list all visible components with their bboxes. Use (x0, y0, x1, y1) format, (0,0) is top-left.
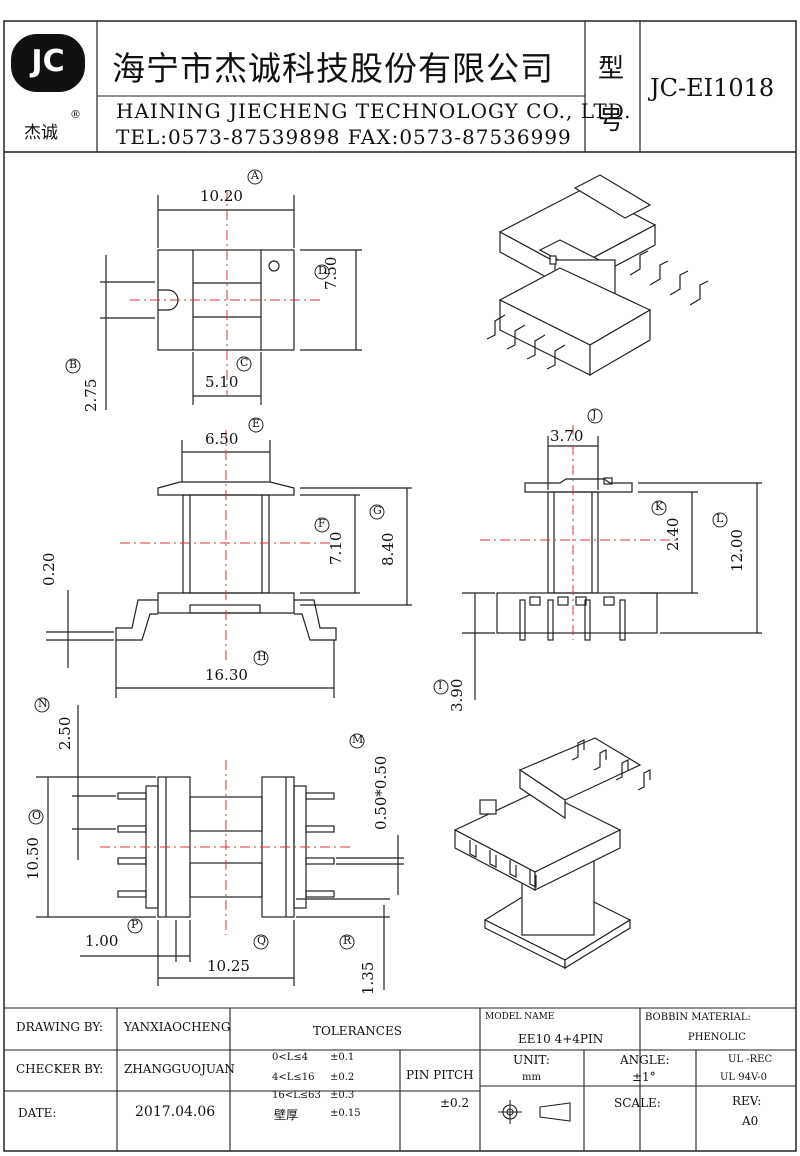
tag-n: N (38, 697, 48, 710)
tol-value-3: ±0.3 (330, 1090, 355, 1101)
model-name-value: EE10 4+4PIN (518, 1032, 604, 1046)
dim-p-value: 1.00 (85, 932, 119, 950)
tag-p: P (131, 918, 139, 931)
drawing-by-label: DRAWING BY: (16, 1020, 103, 1034)
isometric-view-bottom (453, 737, 651, 970)
tag-e: E (252, 417, 261, 430)
rev-value: A0 (742, 1114, 759, 1128)
dim-r-value: 1.35 (359, 961, 377, 995)
checker-by-label: CHECKER BY: (16, 1062, 104, 1076)
dim-e-value: 6.50 (205, 430, 239, 448)
type-label-2: 号 (598, 106, 625, 136)
angle-value: ±1° (632, 1070, 656, 1084)
tag-j: J (592, 408, 597, 421)
model-code: JC-EI1018 (650, 74, 775, 102)
isometric-view-top (486, 174, 709, 377)
dim-i-value: 3.90 (448, 678, 466, 712)
title-block-lines (4, 1007, 796, 1151)
type-label-1: 型 (598, 54, 625, 84)
tol-range-2: 4<L≤16 (272, 1072, 315, 1083)
dim-h-value: 16.30 (205, 666, 248, 684)
dim-f-value: 7.10 (327, 531, 345, 565)
company-contact: TEL:0573-87539898 FAX:0573-87536999 (116, 125, 572, 149)
dim-q-value: 10.25 (207, 957, 250, 975)
tag-b: B (69, 358, 78, 371)
dim-o-value: 10.50 (24, 837, 42, 880)
dim-j-value: 3.70 (550, 427, 584, 445)
tol-value-2: ±0.2 (330, 1072, 355, 1083)
ul-94v0: UL 94V-0 (720, 1072, 768, 1083)
dim-m-value: 0.50*0.50 (372, 755, 390, 830)
unit-label: UNIT: (513, 1053, 550, 1067)
company-name-cn: 海宁市杰诚科技股份有限公司 (112, 49, 554, 88)
pin-pitch-label: PIN PITCH (406, 1068, 474, 1082)
pin-pitch-tolerance: ±0.2 (440, 1096, 470, 1110)
tol-range-4: 壁厚 (274, 1108, 299, 1122)
company-logo: JC (11, 34, 85, 92)
first-angle-projection-icon (500, 1102, 520, 1122)
tag-o: O (32, 809, 42, 822)
tag-q: Q (257, 934, 267, 947)
registered-mark: ® (70, 108, 81, 121)
logo-subtitle: 杰诚 (24, 123, 58, 143)
date-value: 2017.04.06 (135, 1104, 216, 1120)
dimension-tags (28, 169, 728, 950)
dim-c-value: 5.10 (205, 373, 239, 391)
tol-value-1: ±0.1 (330, 1052, 355, 1063)
drawing-by-value: YANXIAOCHENG (124, 1020, 231, 1034)
dim-d-value: 7.50 (322, 256, 340, 290)
tag-c: C (240, 356, 249, 369)
bobbin-material-label: BOBBIN MATERIAL: (645, 1012, 751, 1023)
tolerances-label: TOLERANCES (313, 1024, 402, 1038)
tag-a: A (251, 169, 259, 182)
tol-value-4: ±0.15 (330, 1108, 361, 1119)
checker-by-value: ZHANGGUOJUAN (124, 1062, 235, 1076)
rev-label: REV: (732, 1094, 762, 1108)
model-name-label: MODEL NAME (485, 1012, 555, 1022)
tag-r: R (343, 934, 352, 947)
dim-l-value: 12.00 (728, 529, 746, 572)
tol-range-1: 0<L≤4 (272, 1052, 309, 1063)
tol-range-3: 16<L≤63 (272, 1090, 321, 1101)
company-name-en: HAINING JIECHENG TECHNOLOGY CO., LTD. (116, 99, 632, 123)
tag-g: G (373, 504, 382, 517)
dim-n-value: 2.50 (56, 716, 74, 750)
unit-value: mm (522, 1072, 541, 1083)
dim-k-value: 2.40 (664, 517, 682, 551)
tag-l: L (716, 512, 724, 525)
tag-i: I (438, 679, 443, 692)
dim-g-value: 8.40 (379, 532, 397, 566)
tag-h: H (257, 650, 267, 663)
dim-b-value: 2.75 (82, 378, 100, 412)
tag-k: K (655, 500, 664, 513)
side-view (462, 436, 762, 700)
tag-f: F (318, 517, 326, 530)
tag-d: D (318, 264, 327, 277)
front-view (46, 440, 412, 698)
angle-label: ANGLE: (620, 1053, 670, 1067)
scale-label: SCALE: (614, 1096, 661, 1110)
date-label: DATE: (18, 1106, 57, 1120)
dim-a-value: 10.20 (200, 187, 243, 205)
dim-020-value: 0.20 (40, 552, 58, 586)
bobbin-material-value: PHENOLIC (688, 1032, 746, 1043)
tag-m: M (352, 733, 364, 746)
ul-rec: UL -REC (728, 1054, 773, 1065)
